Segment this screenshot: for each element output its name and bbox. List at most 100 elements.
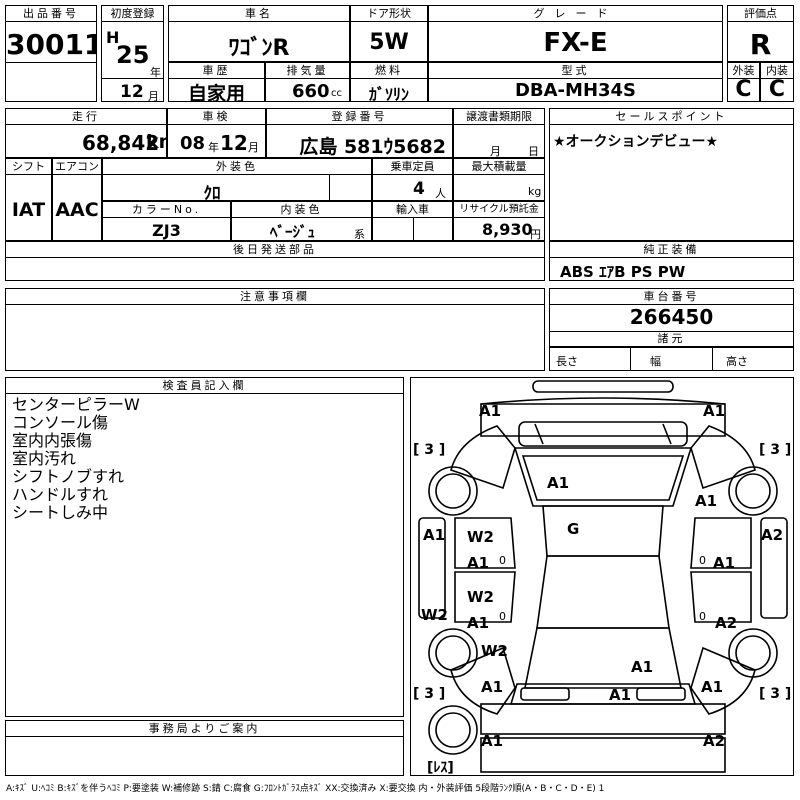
damage-mark: A1 — [713, 554, 735, 572]
inspector-notes-list: センターピラーW コンソール傷 室内内張傷 室内汚れ シフトノブすれ ハンドルす… — [12, 396, 140, 522]
damage-mark: W2 — [481, 642, 508, 660]
recycle-label: リサイクル預託金 — [454, 202, 544, 218]
chassis-number: 266450 — [629, 305, 714, 329]
car-diagram: A1 A1 A1 A1 G A1 W2 A1 A1 A2 W2 A1 A2 W2… — [413, 380, 791, 776]
damage-mark: A1 — [547, 474, 569, 492]
specs-label: 諸元 — [550, 331, 793, 347]
mileage-cell: 走行 68,842 km — [5, 108, 167, 158]
color-cell: 外装色 ｸﾛ — [102, 158, 372, 201]
model-label: 型式 — [429, 63, 722, 79]
damage-mark: A1 — [467, 614, 489, 632]
inspection-label: 車検 — [168, 109, 265, 125]
score: R — [749, 28, 772, 61]
capacity-unit: 人 — [435, 187, 446, 200]
caution-label: 注意事項欄 — [6, 289, 544, 305]
color-label: 外装色 — [103, 159, 371, 175]
door-cell: ドア形状 5W — [350, 5, 428, 62]
later-parts-cell: 後日発送部品 — [5, 241, 545, 281]
score-label: 評価点 — [728, 6, 793, 22]
first-registration-label: 初度登録 — [102, 6, 163, 22]
first-registration-cell: 初度登録 H 25 年 12 月 — [101, 5, 164, 102]
inspector-note: シートしみ中 — [12, 503, 109, 522]
damage-mark: A1 — [467, 554, 489, 572]
first-reg-month: 12 — [120, 82, 144, 102]
plate-label: 登録番号 — [267, 109, 452, 125]
office-notes-label: 事務局よりご案内 — [6, 721, 403, 737]
interior-label: 内装 — [761, 63, 793, 79]
plate-cell: 登録番号 広島 581ｳ5682 — [266, 108, 453, 158]
equipment-label: 純正装備 — [550, 242, 793, 258]
width-label: 幅 — [650, 355, 661, 368]
grade-cell: グレード FX-E — [428, 5, 723, 62]
damage-mark: A1 — [479, 402, 501, 420]
interior-color-cell: 内装色 ﾍﾞｰｼﾞｭ 系 — [231, 201, 372, 241]
import-cell: 輸入車 — [372, 201, 453, 241]
car-name-cell: 車名 ﾜｺﾞﾝR — [168, 5, 350, 62]
inspection-year: 08 — [180, 133, 206, 154]
damage-mark: A1 — [481, 732, 503, 750]
shift: IAT — [11, 199, 46, 221]
door-type: 5W — [369, 30, 409, 55]
capacity-label: 乗車定員 — [373, 159, 452, 175]
tire-depth-rear-left: [ 3 ] — [413, 686, 445, 702]
era: H — [106, 28, 120, 47]
mileage: 68,842 — [82, 131, 160, 155]
displacement: 660 — [292, 81, 330, 102]
damage-mark: A2 — [703, 732, 725, 750]
chassis-label: 車台番号 — [550, 289, 793, 305]
equipment: ABS ｴｱB PS PW — [560, 263, 686, 281]
damage-mark: A1 — [609, 686, 631, 704]
year-unit: 年 — [150, 66, 161, 79]
inspector-note: 室内内張傷 — [12, 431, 93, 450]
damage-mark: A1 — [631, 658, 653, 676]
displacement-cell: 排気量 660 cc — [265, 62, 350, 102]
recycle-fee: 8,930 — [482, 220, 533, 239]
damage-mark: A1 — [703, 402, 725, 420]
car-name: ﾜｺﾞﾝR — [228, 36, 290, 61]
capacity-cell: 乗車定員 4 人 — [372, 158, 453, 201]
damage-mark: A1 — [701, 678, 723, 696]
damage-mark: W2 — [467, 588, 494, 606]
color-number-label: カラーNo. — [103, 202, 230, 218]
transfer-month-unit: 月 — [490, 145, 501, 158]
grade-label: グレード — [429, 6, 722, 22]
transfer-day-unit: 日 — [528, 145, 539, 158]
fuel-label: 燃料 — [351, 63, 427, 79]
inspector-note: シフトノブすれ — [12, 467, 125, 486]
shift-label: シフト — [6, 159, 51, 175]
damage-mark: A1 — [481, 678, 503, 696]
sales-point-label: セールスポイント — [550, 109, 793, 125]
displacement-unit: cc — [331, 88, 342, 99]
transfer-label: 譲渡書類期限 — [454, 109, 544, 125]
inspector-note: コンソール傷 — [12, 413, 109, 432]
inspector-notes-label: 検査員記入欄 — [6, 378, 403, 394]
damage-mark: A2 — [761, 526, 783, 544]
inspector-note: ハンドルすれ — [12, 485, 109, 504]
seat-mark: 0 — [499, 610, 506, 623]
inspector-notes-cell: 検査員記入欄 センターピラーW コンソール傷 室内内張傷 室内汚れ シフトノブす… — [5, 377, 404, 717]
damage-diagram-cell: A1 A1 A1 A1 G A1 W2 A1 A1 A2 W2 A1 A2 W2… — [410, 377, 794, 776]
car-name-label: 車名 — [169, 6, 349, 22]
model: DBA-MH34S — [514, 80, 637, 101]
inspection-cell: 車検 08 年 12 月 — [167, 108, 266, 158]
model-cell: 型式 DBA-MH34S — [428, 62, 723, 102]
exterior-grade: C — [735, 77, 752, 102]
load-cell: 最大積載量 kg — [453, 158, 545, 201]
mileage-label: 走行 — [6, 109, 166, 125]
office-notes-cell: 事務局よりご案内 — [5, 720, 404, 776]
seat-mark: 0 — [499, 554, 506, 567]
capacity: 4 — [413, 179, 425, 199]
sales-point-cell: セールスポイント ★オークションデビュー★ — [549, 108, 794, 241]
exterior-color: ｸﾛ — [203, 184, 221, 201]
month-unit: 月 — [148, 90, 159, 102]
history-cell: 車歴 自家用 — [168, 62, 265, 102]
inspector-note: 室内汚れ — [12, 449, 77, 468]
door-label: ドア形状 — [351, 6, 427, 22]
spare-tire: [ﾚｽ] — [427, 760, 454, 776]
first-reg-year: 25 — [116, 41, 150, 69]
lot-number: 30011 — [6, 28, 97, 61]
seat-mark: 0 — [699, 554, 706, 567]
caution-cell: 注意事項欄 — [5, 288, 545, 371]
load-label: 最大積載量 — [454, 159, 544, 175]
load-unit: kg — [528, 185, 542, 198]
